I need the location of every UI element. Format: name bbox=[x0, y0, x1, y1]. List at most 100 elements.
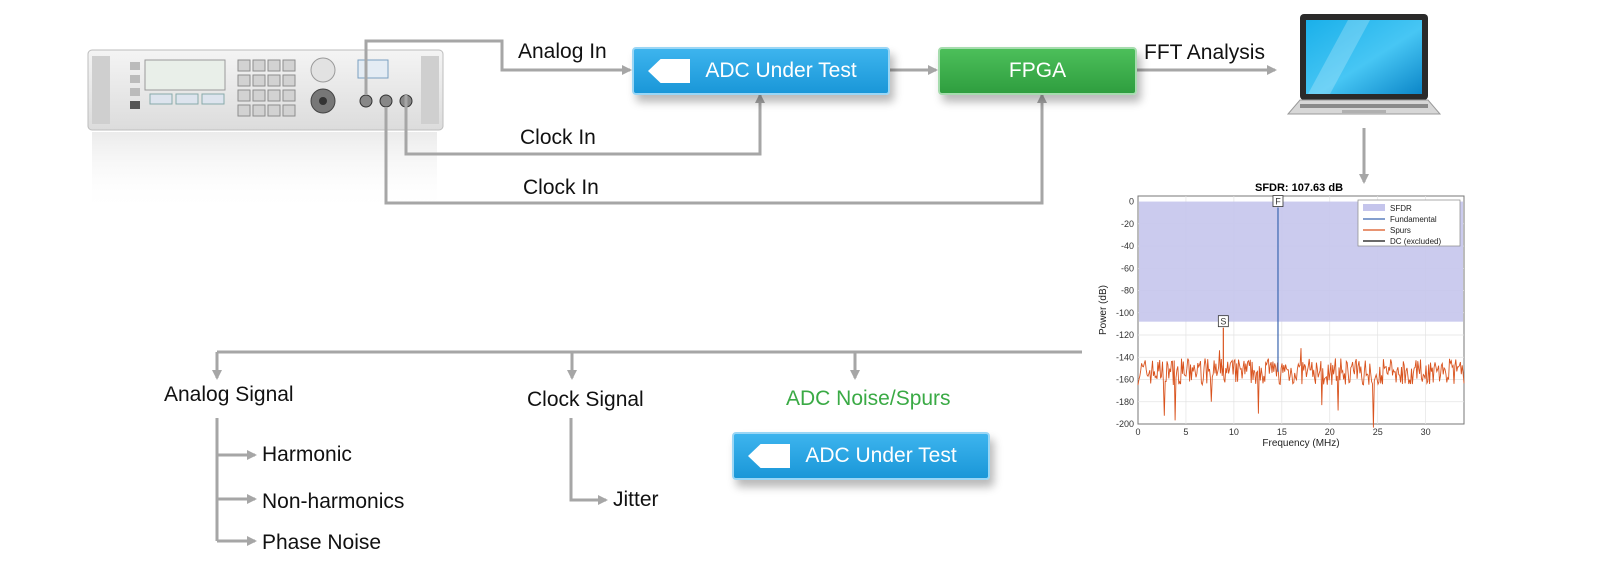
y-tick-label: 0 bbox=[1129, 197, 1134, 207]
arrow-jitter bbox=[569, 418, 608, 505]
keypad-key bbox=[252, 74, 266, 87]
instrument-dpad-center bbox=[319, 97, 327, 105]
keypad-key bbox=[237, 89, 251, 102]
instrument-knob bbox=[310, 57, 336, 83]
x-axis-label: Frequency (MHz) bbox=[1262, 438, 1339, 449]
keypad-key bbox=[237, 74, 251, 87]
instrument-softkey bbox=[201, 93, 225, 105]
x-tick-labels: 0 5 10 15 20 25 30 bbox=[1135, 427, 1430, 437]
legend-entry-sfdr: SFDR bbox=[1390, 204, 1412, 213]
arrow-clock-in-adc bbox=[404, 93, 765, 156]
keypad-key bbox=[267, 89, 281, 102]
fundamental-marker-label: F bbox=[1275, 197, 1281, 207]
keypad-key bbox=[282, 104, 296, 117]
arrow-clock-in-fpga bbox=[384, 93, 1047, 205]
instrument-logo bbox=[357, 59, 389, 79]
keypad-key bbox=[267, 59, 281, 72]
noise-floor-series bbox=[1137, 348, 1465, 428]
keypad-key bbox=[267, 104, 281, 117]
connector-lines bbox=[212, 39, 1369, 546]
y-tick-labels: 0 -20 -40 -60 -80 -100 -120 -140 -160 -180 -200 bbox=[1116, 197, 1134, 429]
y-tick-label: -160 bbox=[1116, 375, 1134, 385]
instrument-reflection bbox=[92, 132, 437, 212]
adc-chip-icon bbox=[748, 444, 790, 468]
rack-ear-left bbox=[92, 56, 110, 124]
spur-marker-box bbox=[1217, 315, 1229, 328]
spur-marker: S bbox=[1217, 315, 1229, 328]
signal-generator-instrument bbox=[87, 49, 444, 212]
fft-chart: SFDR: 107.63 dB F S 0 5 10 15 20 25 30 0 -20 -40… bbox=[1098, 182, 1465, 449]
instrument-connector bbox=[379, 94, 393, 108]
harmonic-label: Harmonic bbox=[262, 443, 352, 466]
y-tick-label: -60 bbox=[1121, 263, 1134, 273]
instrument-key bbox=[130, 88, 140, 96]
laptop-icon bbox=[1286, 14, 1442, 115]
adc-under-test-box-bottom: ADC Under Test bbox=[732, 432, 990, 480]
keypad-key bbox=[252, 104, 266, 117]
keypad-key bbox=[237, 59, 251, 72]
y-tick-label: -100 bbox=[1116, 308, 1134, 318]
clock-in-label-fpga: Clock In bbox=[523, 176, 599, 199]
x-tick-label: 15 bbox=[1277, 427, 1287, 437]
y-tick-label: -140 bbox=[1116, 352, 1134, 362]
instrument-keypad bbox=[237, 59, 296, 117]
keypad-key bbox=[267, 74, 281, 87]
keypad-key bbox=[282, 89, 296, 102]
y-tick-label: -120 bbox=[1116, 330, 1134, 340]
spur-marker-label: S bbox=[1220, 317, 1226, 327]
adc-under-test-box-top: ADC Under Test bbox=[632, 47, 890, 95]
phase-noise-label: Phase Noise bbox=[262, 531, 382, 554]
y-tick-label: -80 bbox=[1121, 286, 1134, 296]
y-axis-label: Power (dB) bbox=[1098, 285, 1109, 335]
fft-analysis-label: FFT Analysis bbox=[1144, 41, 1265, 64]
laptop-screen bbox=[1306, 20, 1422, 94]
laptop-screen-glare bbox=[1308, 20, 1370, 94]
legend-swatch-sfdr bbox=[1363, 204, 1385, 211]
y-tick-label: -200 bbox=[1116, 419, 1134, 429]
analog-signal-label: Analog Signal bbox=[164, 383, 294, 406]
adc-under-test-label-top: ADC Under Test bbox=[705, 59, 857, 82]
instrument-softkey bbox=[149, 93, 173, 105]
y-tick-label: -20 bbox=[1121, 219, 1134, 229]
legend-entry-fundamental: Fundamental bbox=[1390, 215, 1437, 224]
non-harmonics-label: Non-harmonics bbox=[262, 490, 405, 513]
arrow-analog-in bbox=[364, 39, 632, 95]
fundamental-marker: F bbox=[1272, 195, 1284, 207]
fpga-box: FPGA bbox=[938, 47, 1137, 95]
x-tick-label: 5 bbox=[1183, 427, 1188, 437]
legend-entry-spurs: Spurs bbox=[1390, 226, 1411, 235]
adc-chip-icon bbox=[648, 59, 690, 83]
y-tick-label: -180 bbox=[1116, 397, 1134, 407]
chart-legend: SFDR Fundamental Spurs DC (excluded) bbox=[1357, 199, 1461, 247]
fundamental-marker-box bbox=[1272, 195, 1284, 207]
instrument-key bbox=[130, 62, 140, 70]
x-tick-label: 10 bbox=[1229, 427, 1239, 437]
adc-under-test-label-bottom: ADC Under Test bbox=[805, 444, 957, 467]
instrument-softkey bbox=[175, 93, 199, 105]
x-tick-label: 0 bbox=[1135, 427, 1140, 437]
keypad-key bbox=[282, 59, 296, 72]
keypad-key bbox=[252, 59, 266, 72]
x-tick-label: 30 bbox=[1421, 427, 1431, 437]
keypad-key bbox=[237, 104, 251, 117]
rack-ear-right bbox=[421, 56, 439, 124]
jitter-label: Jitter bbox=[613, 488, 659, 511]
analog-in-label: Analog In bbox=[518, 40, 607, 63]
instrument-display bbox=[144, 59, 226, 91]
x-tick-label: 20 bbox=[1325, 427, 1335, 437]
x-tick-label: 25 bbox=[1373, 427, 1383, 437]
clock-signal-label: Clock Signal bbox=[527, 388, 644, 411]
instrument-connector bbox=[359, 94, 373, 108]
keypad-key bbox=[282, 74, 296, 87]
y-tick-label: -40 bbox=[1121, 241, 1134, 251]
keypad-key bbox=[252, 89, 266, 102]
fpga-label: FPGA bbox=[1008, 59, 1067, 82]
instrument-key bbox=[130, 75, 140, 83]
clock-in-label-adc: Clock In bbox=[520, 126, 596, 149]
laptop-touchpad bbox=[1342, 110, 1386, 113]
instrument-key bbox=[130, 101, 140, 109]
adc-noise-spurs-label: ADC Noise/Spurs bbox=[786, 387, 951, 410]
chart-title: SFDR: 107.63 dB bbox=[1255, 182, 1343, 194]
legend-entry-dc: DC (excluded) bbox=[1390, 237, 1441, 246]
